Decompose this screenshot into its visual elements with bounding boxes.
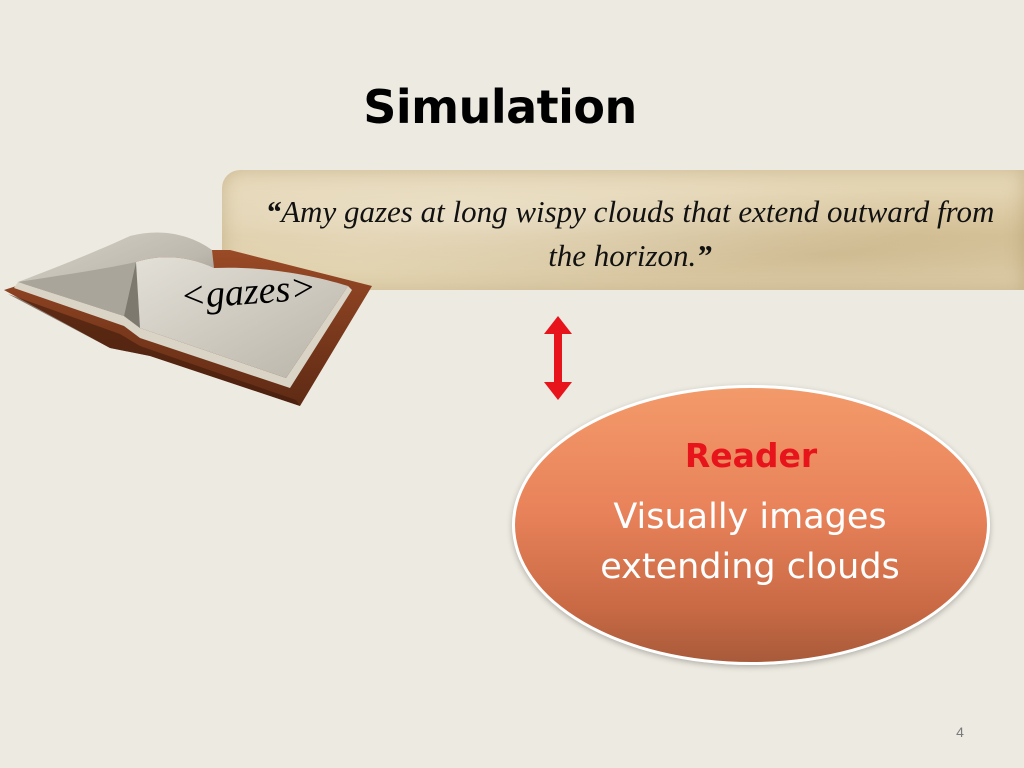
reader-description: Visually images extending clouds	[600, 497, 900, 587]
quote-close-mark: ”	[696, 238, 712, 273]
quote-text: “Amy gazes at long wispy clouds that ext…	[250, 190, 1010, 278]
open-book-icon	[4, 232, 372, 406]
double-vertical-arrow-icon	[544, 316, 572, 400]
quote-open-mark: “	[265, 194, 282, 229]
slide-title: Simulation	[363, 80, 637, 134]
quote-parchment-box	[222, 170, 1024, 290]
reader-label: Reader	[684, 436, 818, 475]
page-number: 4	[956, 724, 964, 740]
reader-ellipse	[512, 385, 990, 665]
quote-body: Amy gazes at long wispy clouds that exte…	[281, 194, 995, 273]
